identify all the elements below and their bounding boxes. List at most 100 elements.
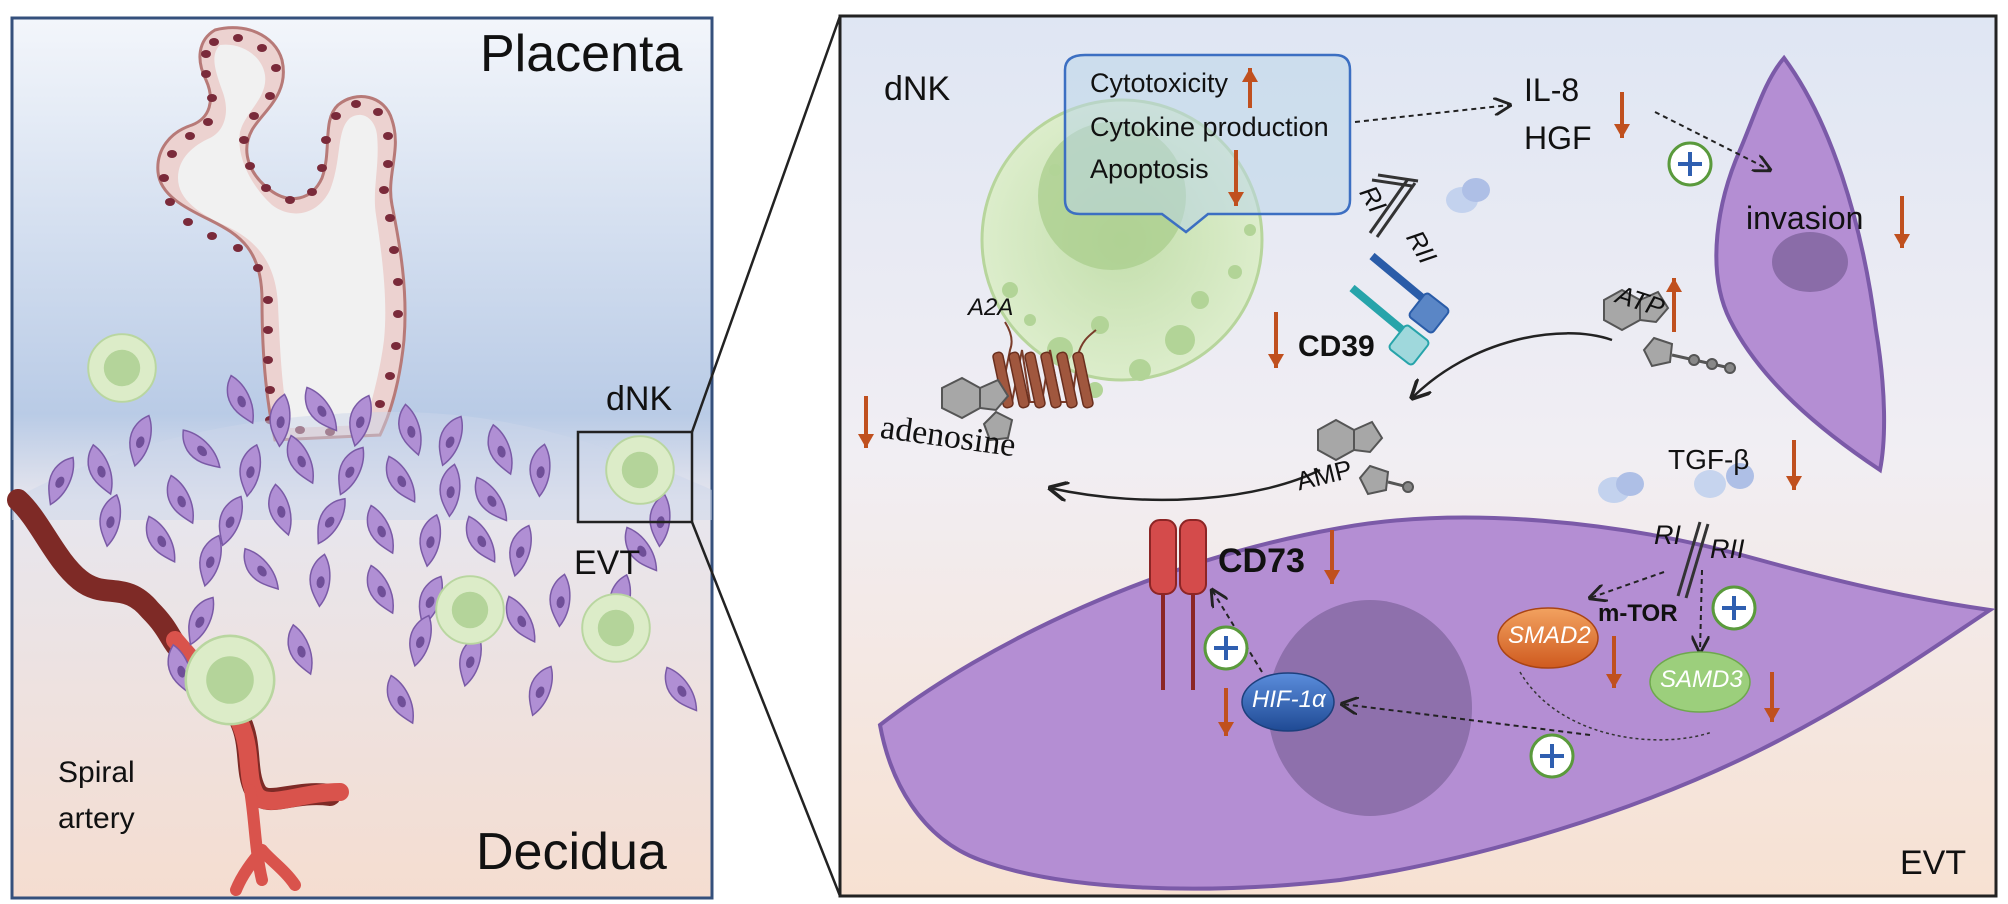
placenta-label: Placenta xyxy=(480,25,683,83)
spiral-label-line1: Spiral xyxy=(58,756,135,789)
plus-sign-icon xyxy=(1711,585,1757,631)
villus-nucleus xyxy=(257,44,267,52)
arrow-callout-to-il8 xyxy=(1354,105,1510,123)
villus-nucleus xyxy=(265,386,275,394)
decidua-label: Decidua xyxy=(476,823,667,881)
receptor-ri-bar-1 xyxy=(1368,178,1410,234)
left-dnk-label: dNK xyxy=(606,380,673,418)
villus-nucleus xyxy=(307,188,317,196)
villus-nucleus xyxy=(263,356,273,364)
villus-nucleus xyxy=(317,164,327,172)
adenosine-molecule xyxy=(941,376,1014,442)
plus-sign-icon xyxy=(1667,141,1713,187)
smad-complex-curve xyxy=(1519,671,1713,741)
ri-bottom-label: RI xyxy=(1654,520,1681,550)
decrease-arrow-icon xyxy=(1614,92,1630,138)
arrow-hgf-to-invasion xyxy=(1654,111,1770,170)
il8-label: IL-8 xyxy=(1524,72,1580,108)
decrease-arrow-icon xyxy=(1606,636,1622,688)
villus-nucleus xyxy=(201,50,211,58)
villus-nucleus xyxy=(263,326,273,334)
cd39-label: CD39 xyxy=(1298,330,1375,363)
villus-nucleus xyxy=(207,94,217,102)
decrease-arrow-icon xyxy=(1268,312,1284,368)
decrease-arrow-icon xyxy=(1894,196,1910,248)
a2a-label: A2A xyxy=(968,294,1014,321)
villus-nucleus xyxy=(165,198,175,206)
arrow-amp-to-adenosine xyxy=(1050,468,1321,500)
smad2-label: SMAD2 xyxy=(1508,622,1591,649)
villus-nucleus xyxy=(253,264,263,272)
amp-molecule xyxy=(1317,418,1414,496)
villus-nucleus xyxy=(239,136,249,144)
villus-nucleus xyxy=(321,136,331,144)
callout-line1: Cytotoxicity xyxy=(1090,68,1229,98)
hif-label: HIF-1α xyxy=(1252,686,1326,713)
villus-nucleus xyxy=(385,214,395,222)
villus-nucleus xyxy=(373,108,383,116)
samd3-ellipse xyxy=(1649,651,1751,713)
zoom-line-bottom xyxy=(690,521,842,897)
spiral-label-line2: artery xyxy=(58,802,135,835)
villus-nucleus xyxy=(285,196,295,204)
zoom-line-top xyxy=(690,15,842,433)
right-dnk-label: dNK xyxy=(884,70,951,108)
decrease-arrow-icon xyxy=(1786,440,1802,490)
villus-nucleus xyxy=(351,100,361,108)
increase-arrow-icon xyxy=(1242,68,1258,108)
right-panel xyxy=(838,14,1998,898)
villus-nucleus xyxy=(249,112,259,120)
villus-nucleus xyxy=(185,132,195,140)
decrease-arrow-icon xyxy=(1218,688,1234,736)
villus-nucleus xyxy=(331,112,341,120)
dnk-cell-small xyxy=(435,575,505,645)
villus-nucleus xyxy=(233,34,243,42)
invasion-label: invasion xyxy=(1746,200,1864,236)
villus-nucleus xyxy=(391,342,401,350)
orange-arrows xyxy=(858,68,1910,736)
callout-line2: Cytokine production xyxy=(1090,112,1329,142)
plus-sign-icon xyxy=(1203,625,1249,671)
villus-nucleus xyxy=(167,150,177,158)
samd3-label: SAMD3 xyxy=(1660,666,1743,693)
arrow-atp-to-amp xyxy=(1412,332,1613,398)
villus-core xyxy=(178,44,386,428)
evt-bottom-nucleus xyxy=(1268,600,1472,816)
villus-nucleus xyxy=(375,400,385,408)
villus-nucleus xyxy=(159,174,169,182)
villus-nucleus xyxy=(263,296,273,304)
villus-nucleus xyxy=(271,64,281,72)
plus-signs xyxy=(1203,141,1757,779)
dnk-cell-small xyxy=(87,333,157,403)
tgf-ligand-top xyxy=(1446,178,1490,213)
tgf-ligand-bottom xyxy=(1598,463,1754,503)
artery-branch-tips xyxy=(230,784,301,896)
villus-nucleus xyxy=(201,70,211,78)
right-evt-label: EVT xyxy=(1900,844,1967,882)
a2a-helices xyxy=(992,351,1094,409)
zoom-box xyxy=(576,430,694,524)
left-panel xyxy=(7,15,842,900)
arrow-receptor-to-mtor xyxy=(1590,571,1665,598)
receptor-rii-bar-1 xyxy=(1676,521,1702,597)
villus-nucleus xyxy=(385,372,395,380)
increase-arrow-icon xyxy=(1666,278,1682,332)
callout-bubble xyxy=(1063,53,1352,234)
decrease-arrow-icon xyxy=(1324,530,1340,584)
atp-molecule xyxy=(1603,288,1736,374)
villus-nucleus xyxy=(379,186,389,194)
decrease-arrow-icon xyxy=(1228,150,1244,206)
villus-nucleus xyxy=(203,118,213,126)
cd73-label: CD73 xyxy=(1218,542,1305,580)
villus-nucleus xyxy=(393,278,403,286)
receptor-rii-bar-2 xyxy=(1684,523,1710,599)
cd73-enzyme xyxy=(1149,519,1207,690)
tgf-label: TGF-β xyxy=(1668,444,1750,475)
villus-nucleus xyxy=(245,162,255,170)
villus-nucleus xyxy=(383,132,393,140)
cd39-enzyme xyxy=(1349,252,1450,366)
dnk-cell-small xyxy=(605,435,675,505)
callout-line3: Apoptosis xyxy=(1090,154,1209,184)
rii-bottom-label: RII xyxy=(1710,534,1745,564)
